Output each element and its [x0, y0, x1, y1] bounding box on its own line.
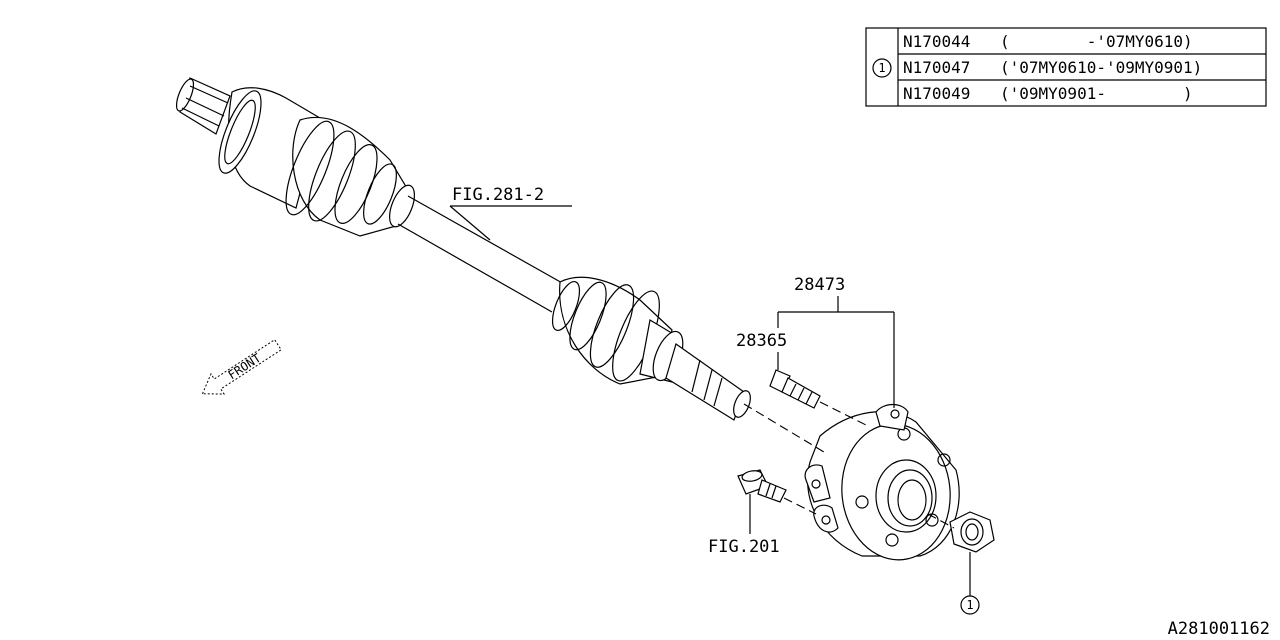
table-ref-circle: 1	[872, 58, 892, 78]
diagram-id: A281001162	[1168, 619, 1270, 639]
svg-text:FRONT: FRONT	[225, 351, 263, 382]
callout-fig-281-2[interactable]: FIG.281-2	[449, 185, 572, 241]
svg-text:28365: 28365	[736, 331, 787, 351]
callout-28365[interactable]: 28365	[736, 331, 787, 370]
svg-text:1: 1	[966, 598, 973, 612]
table-row-3-range: ('09MY0901- )	[1000, 84, 1193, 103]
bolt-to-hub-line	[819, 401, 869, 427]
axle-nut	[949, 511, 995, 553]
table-row-3-part: N170049	[903, 84, 970, 103]
flange-bolt	[737, 469, 787, 503]
table-row-1-range: ( -'07MY0610)	[1000, 32, 1193, 51]
svg-text:FIG.281-2: FIG.281-2	[452, 185, 544, 205]
nut-line	[927, 513, 955, 529]
parts-table: 1 N170044 ( -'07MY0610) N170047 ('07MY06…	[865, 27, 1267, 107]
callout-28473[interactable]: 28473	[777, 275, 895, 408]
callout-fig-201[interactable]: FIG.201	[708, 494, 780, 557]
table-row-1-part: N170044	[903, 32, 970, 51]
front-direction-arrow: FRONT	[201, 339, 282, 395]
flange-bolt-line	[783, 497, 817, 515]
hub-bolt	[769, 369, 821, 409]
callout-nut-ref[interactable]: 1	[960, 552, 980, 615]
table-row-2-part: N170047	[903, 58, 970, 77]
wheel-hub-assembly	[804, 403, 960, 561]
svg-text:FIG.201: FIG.201	[708, 537, 780, 557]
svg-text:28473: 28473	[794, 275, 845, 295]
shaft-to-hub-line	[743, 403, 825, 453]
table-row-2-range: ('07MY0610-'09MY0901)	[1000, 58, 1202, 77]
svg-text:1: 1	[878, 61, 885, 75]
drive-shaft	[175, 77, 751, 421]
